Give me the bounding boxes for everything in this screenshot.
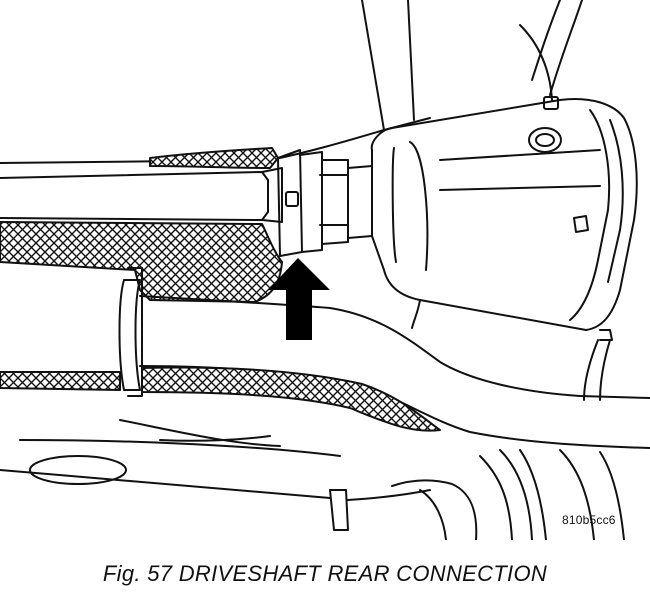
figure-caption: Fig. 57 DRIVESHAFT REAR CONNECTION — [102, 561, 548, 586]
lower-insulation — [0, 371, 121, 391]
upper-frame-lines — [361, 0, 583, 131]
figure-code: 810b5cc6 — [562, 513, 616, 527]
universal-joint — [277, 149, 373, 257]
upper-insulation-top — [149, 147, 279, 169]
arrow-up-icon — [268, 258, 330, 340]
driveshaft-tube — [0, 167, 283, 223]
transfer-case-housing — [370, 96, 638, 401]
driveshaft-illustration — [0, 0, 650, 540]
lower-insulation-right — [141, 366, 441, 432]
upper-insulation — [0, 221, 283, 303]
exhaust-clamp — [118, 267, 143, 397]
underbody-lines — [0, 419, 625, 540]
